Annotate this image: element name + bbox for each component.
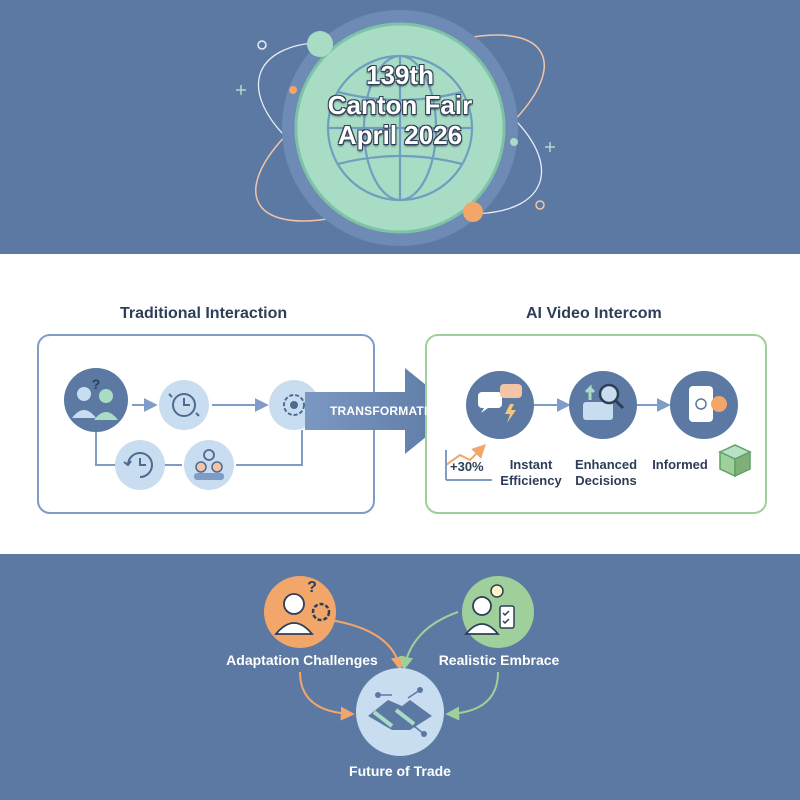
hero-title: 139th Canton Fair April 2026 — [290, 60, 510, 150]
cycle-clock-icon — [115, 440, 165, 490]
orbit-dot — [307, 31, 333, 57]
adaptation-challenges-label: Adaptation Challenges — [226, 652, 378, 668]
svg-text:?: ? — [92, 376, 101, 392]
globe-grid — [326, 54, 474, 202]
transformation-arrow — [305, 368, 458, 454]
future-panel: ? — [264, 576, 534, 756]
future-of-trade-label: Future of Trade — [349, 763, 451, 779]
label-line: Enhanced — [574, 457, 638, 472]
people-question-icon: ? — [64, 368, 128, 432]
ai-title: AI Video Intercom — [526, 305, 662, 322]
group-icon — [184, 440, 234, 490]
chart-search-icon — [569, 371, 637, 439]
sparkle-ring — [535, 200, 545, 210]
flow-connector — [95, 430, 115, 466]
hero-title-line: 139th — [366, 60, 434, 90]
handshake-icon — [356, 668, 444, 756]
person-question-gear-icon: ? — [264, 576, 336, 648]
tablet-brain-icon — [670, 371, 738, 439]
hero-title-line: Canton Fair — [327, 90, 473, 120]
box-icon — [718, 444, 752, 478]
traditional-panel: ? — [37, 334, 375, 514]
sparkle-plus — [545, 142, 555, 152]
person-lightbulb-checklist-icon — [462, 576, 534, 648]
informed-label: Informed — [648, 457, 712, 473]
label-line: Informed — [652, 457, 708, 472]
flow-arrow — [299, 671, 355, 721]
flow-arrow — [445, 671, 499, 721]
clock-icon — [159, 380, 209, 430]
sparkle-ring — [257, 40, 267, 50]
enhanced-decisions-label: Enhanced Decisions — [570, 457, 642, 489]
ai-panel — [425, 334, 767, 514]
orbit-dot — [510, 138, 518, 146]
label-line: Decisions — [575, 473, 637, 488]
orbit-dot — [289, 86, 297, 94]
chat-lightning-icon — [466, 371, 534, 439]
flow-arrow — [329, 619, 405, 671]
label-line: Efficiency — [500, 473, 562, 488]
label-line: Instant — [509, 457, 553, 472]
hero-title-line: April 2026 — [337, 120, 463, 150]
hero-globe-group — [236, 10, 555, 246]
trend-up-icon — [445, 444, 492, 481]
efficiency-stat: +30% — [450, 459, 484, 474]
traditional-title: Traditional Interaction — [120, 305, 288, 322]
flow-connector — [236, 430, 303, 466]
realistic-embrace-label: Realistic Embrace — [438, 652, 560, 668]
svg-text:?: ? — [307, 579, 317, 596]
orbit-dot — [463, 202, 483, 222]
transformation-label: TRANSFORMATION — [330, 404, 446, 418]
sparkle-plus — [236, 85, 246, 95]
instant-efficiency-label: Instant Efficiency — [498, 457, 564, 489]
flow-arrow — [399, 611, 459, 671]
